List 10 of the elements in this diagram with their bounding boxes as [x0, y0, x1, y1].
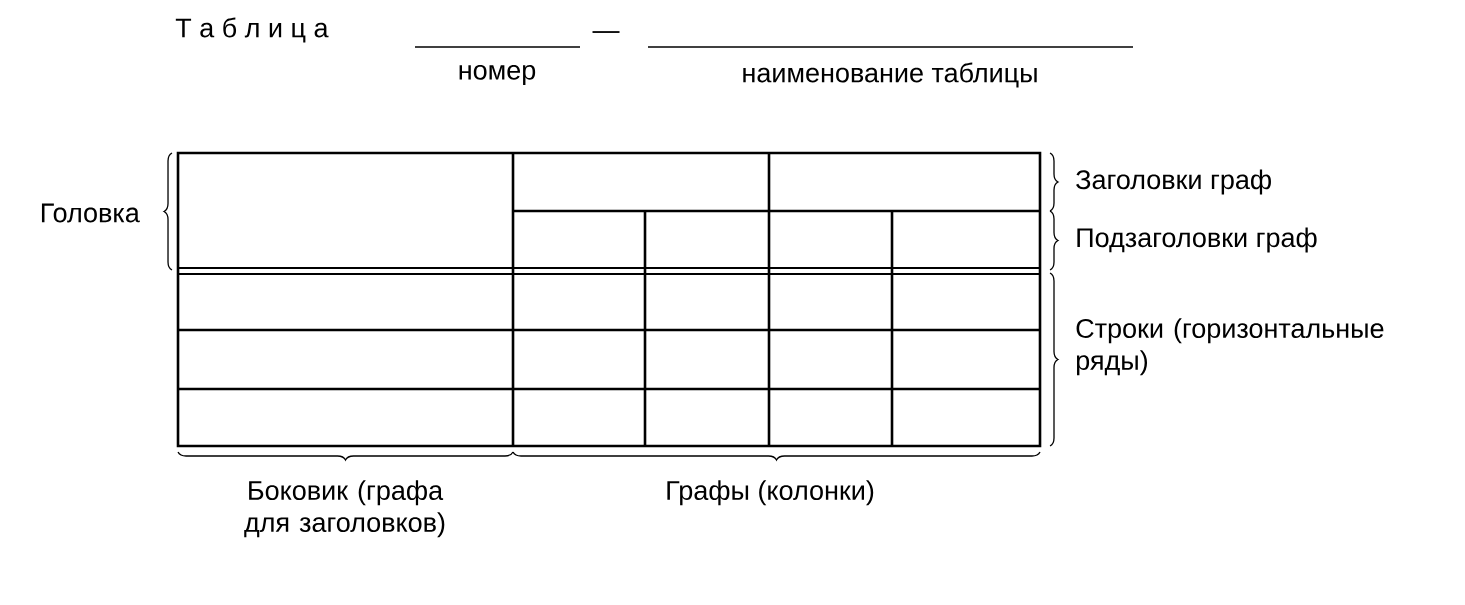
label: Т а б л и ц а — [175, 17, 329, 43]
label: Головка — [41, 203, 140, 223]
label: Подзаголовки граф — [1077, 227, 1317, 253]
label: наименование таблицы — [743, 62, 1037, 88]
label: — — [592, 31, 620, 33]
label: Боковик (графа для заголовков) — [244, 480, 445, 538]
label: номер — [459, 64, 536, 86]
label: Графы (колонки) — [667, 480, 874, 506]
label: Заголовки граф — [1076, 169, 1271, 195]
label: Строки (горизонтальные ряды) — [1076, 318, 1384, 376]
